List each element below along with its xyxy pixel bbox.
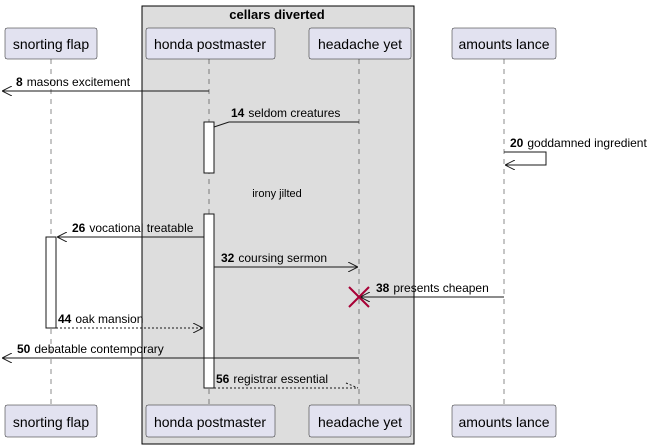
destroy-icon <box>348 286 370 308</box>
message-arrow <box>213 121 230 128</box>
participant-label: amounts lance <box>458 414 549 430</box>
message-number: 56 <box>216 372 230 386</box>
message-number: 20 <box>510 136 524 150</box>
message-label: goddamned ingredient <box>527 136 647 150</box>
participant-label: snorting flap <box>13 36 89 52</box>
message-label: seldom creatures <box>248 106 340 120</box>
participant-headache-yet-top[interactable]: headache yet <box>308 27 412 60</box>
message-number: 38 <box>376 281 390 295</box>
message-label: masons excitement <box>27 75 131 89</box>
message-number: 44 <box>58 312 72 326</box>
message-arrow <box>504 151 547 165</box>
participant-honda-postmaster-bottom[interactable]: honda postmaster <box>145 404 276 438</box>
participant-label: snorting flap <box>13 414 89 430</box>
message-number: 50 <box>17 342 31 356</box>
message-number: 26 <box>72 221 86 235</box>
participant-label: amounts lance <box>458 36 549 52</box>
participant-label: honda postmaster <box>154 36 266 52</box>
delay-section: irony jilted <box>252 188 302 200</box>
activation-honda-1 <box>203 121 215 174</box>
group-title: cellars diverted <box>229 7 324 22</box>
participant-label: headache yet <box>318 414 402 430</box>
message-8: 8 masons excitement <box>2 75 209 91</box>
participant-honda-postmaster-top[interactable]: honda postmaster <box>145 27 276 60</box>
participant-snorting-flap-top[interactable]: snorting flap <box>4 27 98 60</box>
participant-snorting-flap-bottom[interactable]: snorting flap <box>4 404 98 438</box>
participant-amounts-lance-top[interactable]: amounts lance <box>451 27 557 60</box>
message-number: 8 <box>16 75 23 89</box>
group-frame <box>141 5 415 445</box>
message-label: registrar essential <box>233 372 328 386</box>
participant-amounts-lance-bottom[interactable]: amounts lance <box>451 404 557 438</box>
activation-snorting-1 <box>45 236 57 329</box>
participant-headache-yet-bottom[interactable]: headache yet <box>308 404 412 438</box>
message-label: presents cheapen <box>393 281 488 295</box>
message-number: 14 <box>231 106 245 120</box>
delay-label: irony jilted <box>252 188 302 200</box>
message-label: debatable contemporary <box>34 342 163 356</box>
message-number: 32 <box>221 251 235 265</box>
group-cellars-diverted: cellars diverted <box>141 5 415 445</box>
message-label: oak mansion <box>75 312 143 326</box>
message-label: vocational treatable <box>89 221 193 235</box>
participant-label: headache yet <box>318 36 402 52</box>
message-label: coursing sermon <box>238 251 327 265</box>
participant-label: honda postmaster <box>154 414 266 430</box>
activation-honda-2 <box>203 213 215 389</box>
